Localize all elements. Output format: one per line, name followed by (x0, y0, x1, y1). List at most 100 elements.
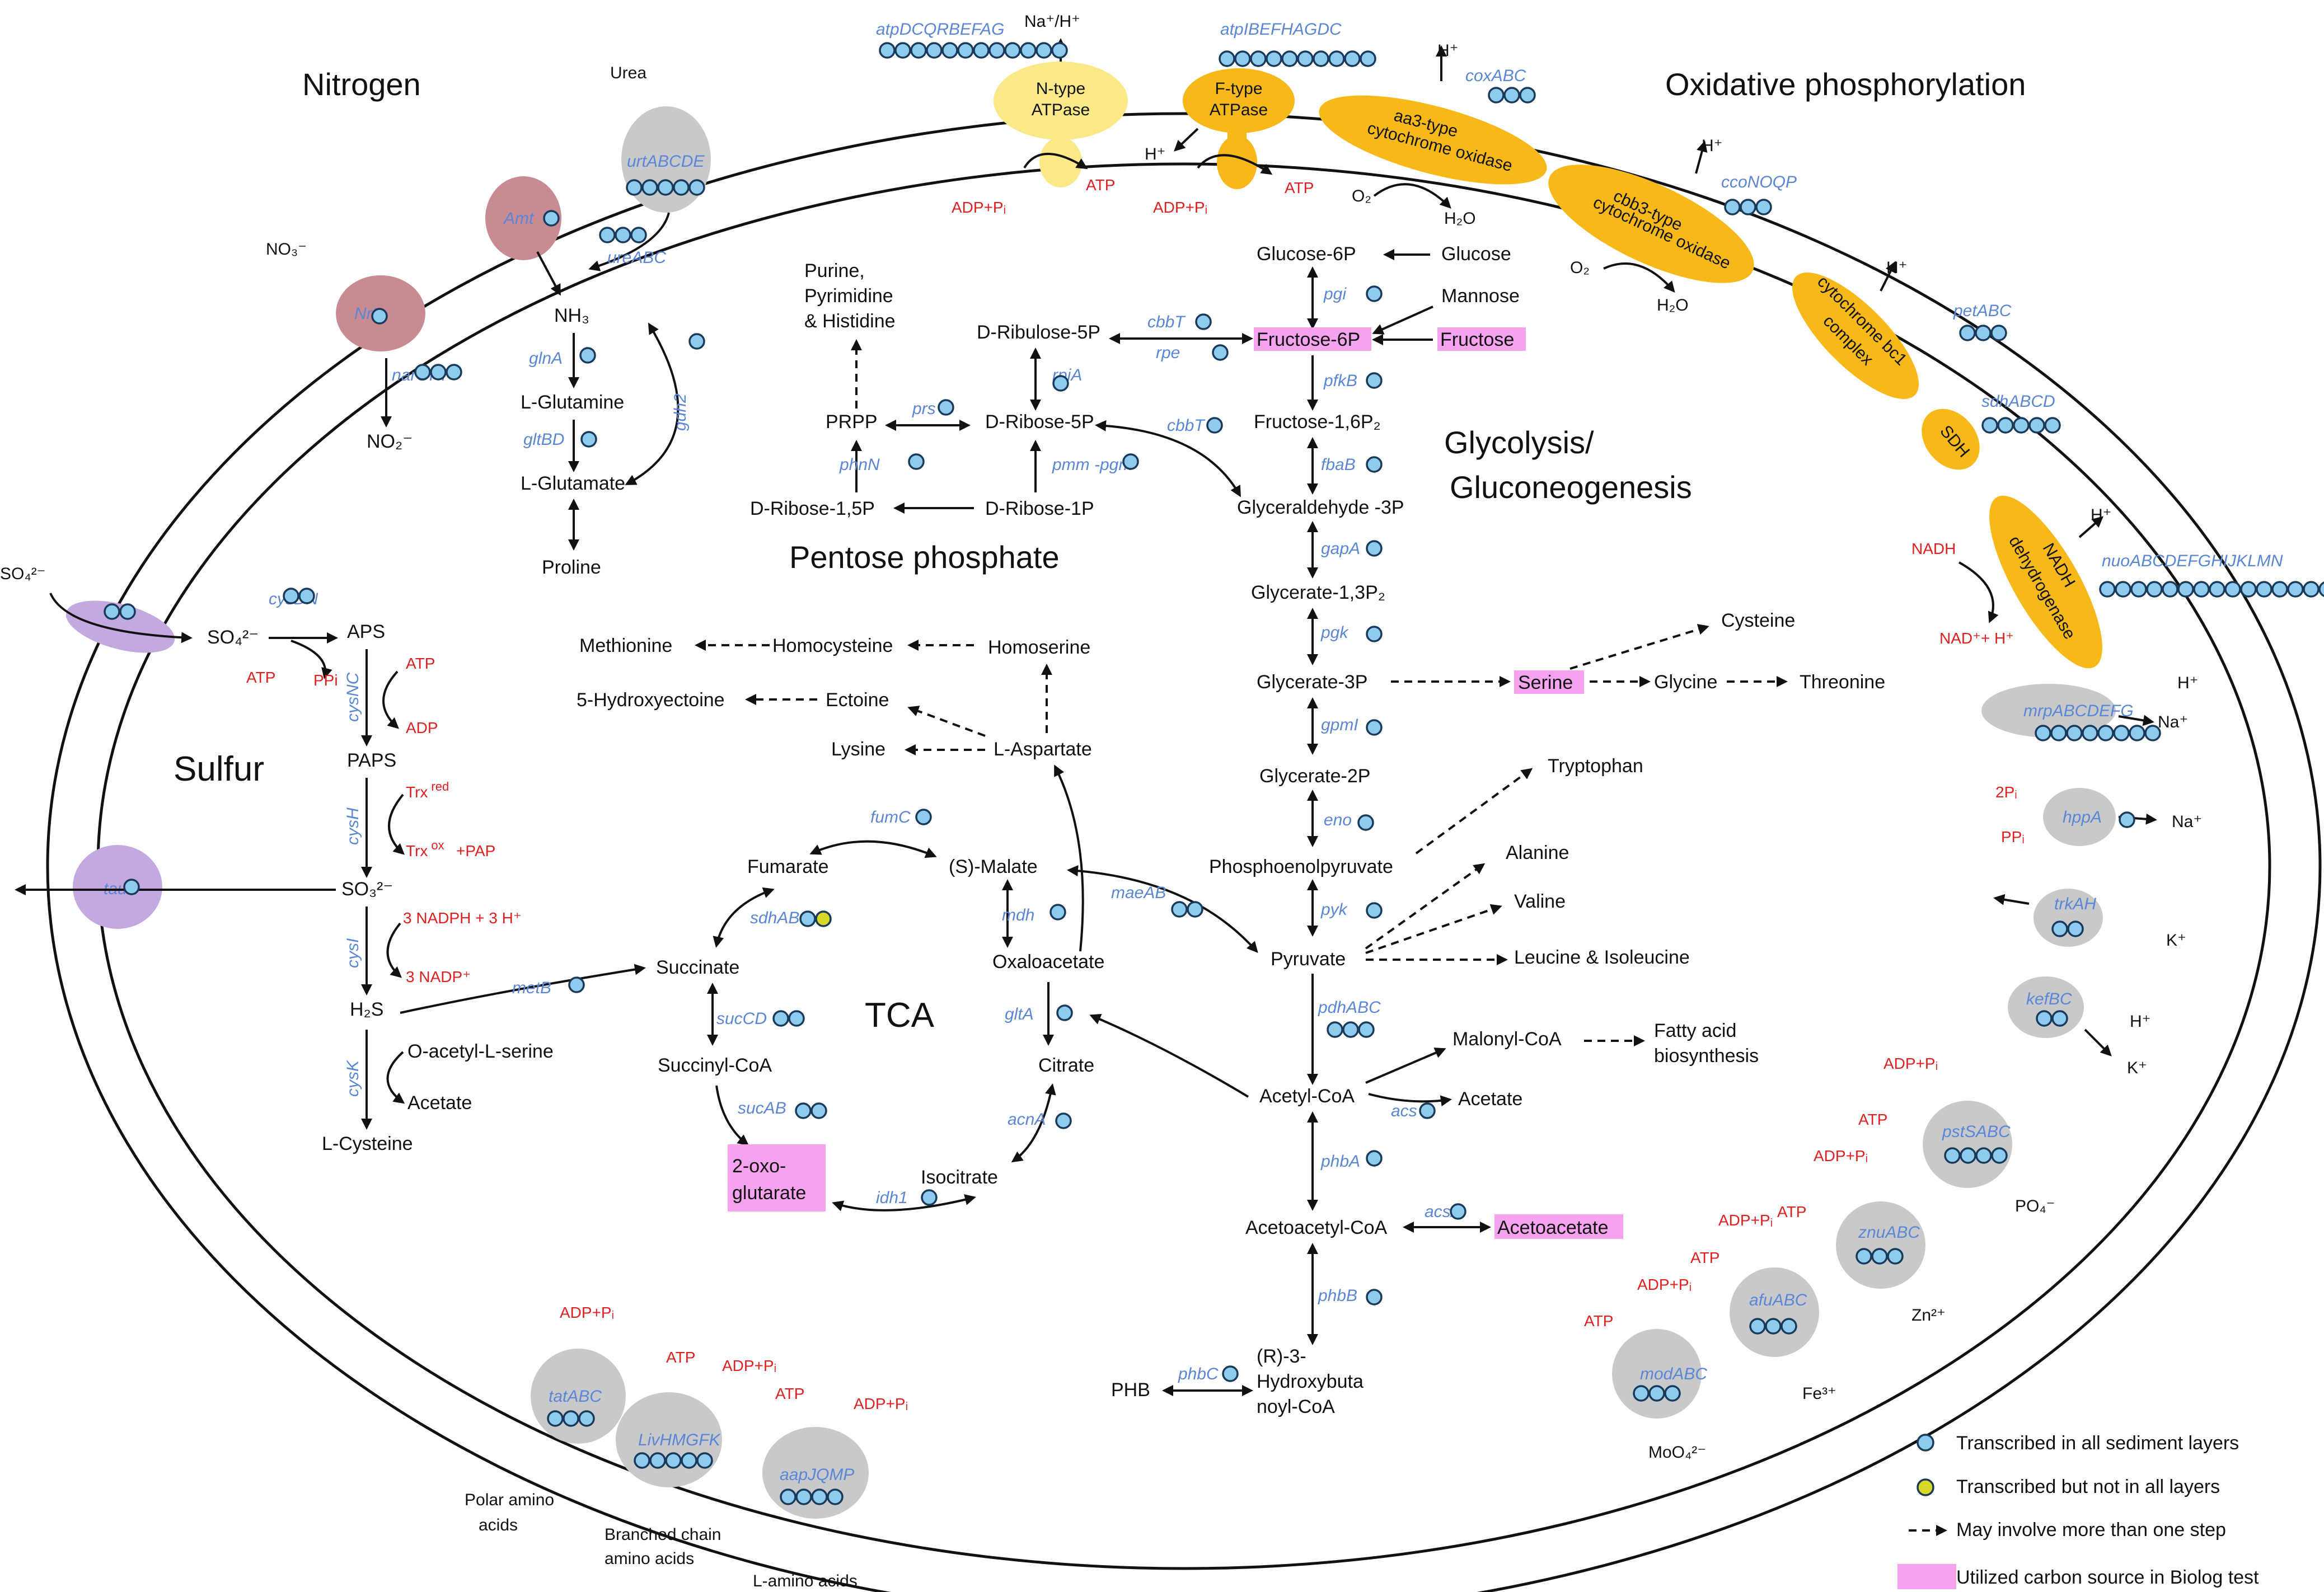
trk-transporter: trkAH K⁺ (1993, 889, 2186, 950)
legend-not-all: Transcribed but not in all layers (1956, 1476, 2220, 1497)
h-plus-label-1: H⁺ (1145, 145, 1166, 163)
transcription-dot (1981, 417, 1998, 434)
transcription-dot (1633, 1385, 1650, 1402)
polar-label-1: Polar amino (465, 1491, 554, 1509)
urt-gene-label: urtABCDE (627, 152, 705, 171)
sdh-complex: sdhABCD SDH (1922, 392, 2055, 470)
atp-b-label: ATP (406, 655, 435, 672)
transcription-dot (630, 227, 647, 243)
h-plus-label-2: H⁺ (1437, 41, 1459, 60)
fumarate-label: Fumarate (747, 856, 829, 877)
afu-transporter: afuABC Fe³⁺ ADP+Pᵢ ATP (1690, 1211, 1836, 1403)
transcription-dot (1056, 1004, 1073, 1021)
transcription-dot (1991, 1147, 2008, 1164)
h2o-label-1: H₂O (1444, 209, 1476, 228)
transcription-dot (563, 1410, 579, 1427)
mrp-antiporter: mrpABCDEFG H⁺ Na⁺ (1981, 674, 2199, 738)
alanine-label: Alanine (1506, 842, 1569, 863)
transcription-dot (2099, 581, 2116, 598)
transcription-dot (543, 210, 560, 227)
hb-label-3: noyl-CoA (1257, 1396, 1335, 1417)
fatty-label-2: biosynthesis (1654, 1045, 1759, 1067)
glycolysis-title-2: Gluconeogenesis (1450, 469, 1692, 505)
pep-label: Phosphoenolpyruvate (1209, 856, 1393, 877)
transcription-dot (579, 347, 596, 364)
liv-gene-label: LivHMGFK (638, 1431, 721, 1449)
transcription-dot (1366, 902, 1383, 919)
transcription-dot (1519, 87, 1536, 104)
aap-gene-label: aapJQMP (780, 1466, 854, 1484)
prpp-label: PRPP (826, 411, 878, 433)
f-type-atpase: atpIBEFHAGDC F-type ATPase H⁺ ADP+Pᵢ ATP (1145, 20, 1342, 216)
tat-gene-label: tatABC (549, 1387, 602, 1406)
transcription-dot (1051, 42, 1068, 59)
sulfur-pathway: SO₄²⁻ cysDN ATP PPi APS cysNC ATP ADP PA… (207, 590, 646, 1154)
transcription-dot (2129, 725, 2145, 741)
adp-pi-label-2: ADP+Pᵢ (1153, 199, 1207, 216)
transcription-dot (1366, 540, 1383, 557)
transcription-dot (1313, 50, 1329, 67)
transcription-dot (879, 42, 896, 59)
atp-label-1: ATP (1086, 176, 1115, 194)
na-label-2: Na⁺ (2172, 813, 2202, 831)
pst-gene-label: pstSABC (1942, 1123, 2011, 1141)
atp-label-7: ATP (775, 1385, 804, 1402)
transcription-dot (665, 1452, 682, 1469)
homocysteine-label: Homocysteine (772, 635, 893, 656)
atp-label-4: ATP (1777, 1203, 1806, 1220)
transcription-dot (915, 809, 932, 825)
atp-label-6: ATP (1584, 1312, 1613, 1330)
adp-pi-label-4: ADP+Pᵢ (1814, 1147, 1868, 1164)
transcription-dot (1975, 1147, 1992, 1164)
leucine-label: Leucine & Isoleucine (1514, 947, 1690, 968)
transcription-dot (1419, 1102, 1436, 1119)
n-type-atpase: atpDCQRBEFAG Na⁺/H⁺ N-type ATPase ADP+Pᵢ… (876, 12, 1128, 216)
glucose-label: Glucose (1441, 243, 1511, 265)
fbaB-gene-label: fbaB (1321, 455, 1356, 474)
acnA-gene-label: acnA (1008, 1110, 1046, 1129)
tca-title: TCA (865, 996, 935, 1035)
h-plus-label-7: H⁺ (2130, 1012, 2151, 1031)
g3p-label: Glyceraldehyde -3P (1237, 497, 1404, 518)
transcription-dot (1222, 1365, 1239, 1382)
glutamine-label: L-Glutamine (521, 392, 624, 413)
afu-gene-label: afuABC (1749, 1291, 1807, 1309)
transcription-dot (1366, 285, 1383, 302)
ribose5p-label: D-Ribose-5P (985, 411, 1094, 433)
transcription-dot (921, 1189, 938, 1206)
proline-label: Proline (542, 557, 601, 578)
transcription-dot (1366, 1289, 1383, 1305)
metB-gene-label: metB (512, 979, 551, 997)
atp-label-8: ATP (666, 1349, 695, 1366)
l-cysteine-label: L-Cysteine (322, 1133, 413, 1154)
transcription-dot (988, 42, 1005, 59)
transcription-dot (2318, 581, 2324, 597)
pentose-title: Pentose phosphate (789, 539, 1060, 575)
ure-gene-label: ureABC (607, 248, 666, 267)
lysine-label: Lysine (831, 739, 885, 760)
transcription-dot (2035, 725, 2051, 741)
transcription-dot (1358, 1021, 1375, 1038)
transcription-dot (119, 603, 136, 620)
transcription-dot (811, 1488, 828, 1505)
acetoacetate-label: Acetoacetate (1497, 1217, 1608, 1238)
purine-label-2: Pyrimidine (804, 285, 893, 307)
fructose-highlight (1437, 327, 1526, 351)
gpmI-gene-label: gpmI (1321, 716, 1358, 734)
transcription-dot (2115, 581, 2131, 598)
nadp-label: 3 NADP⁺ (406, 968, 471, 985)
transcription-dot (2287, 581, 2304, 598)
transcription-dot (568, 976, 585, 993)
section-titles: Nitrogen Oxidative phosphorylation Sulfu… (174, 67, 2026, 1035)
paps-label: PAPS (347, 750, 396, 771)
pap-label: +PAP (456, 842, 495, 860)
fumC-gene-label: fumC (870, 808, 911, 826)
transcription-dot (1250, 50, 1267, 67)
ftype-label-1: F-type (1215, 79, 1262, 98)
acetylcoa-label: Acetyl-CoA (1259, 1086, 1355, 1107)
urea-label: Urea (610, 64, 646, 82)
tat-transporter: tatABC Polar amino acids ADP+Pᵢ (465, 1304, 626, 1534)
transcription-dot (795, 1102, 812, 1119)
ppi-label-2: PPᵢ (2001, 828, 2025, 846)
